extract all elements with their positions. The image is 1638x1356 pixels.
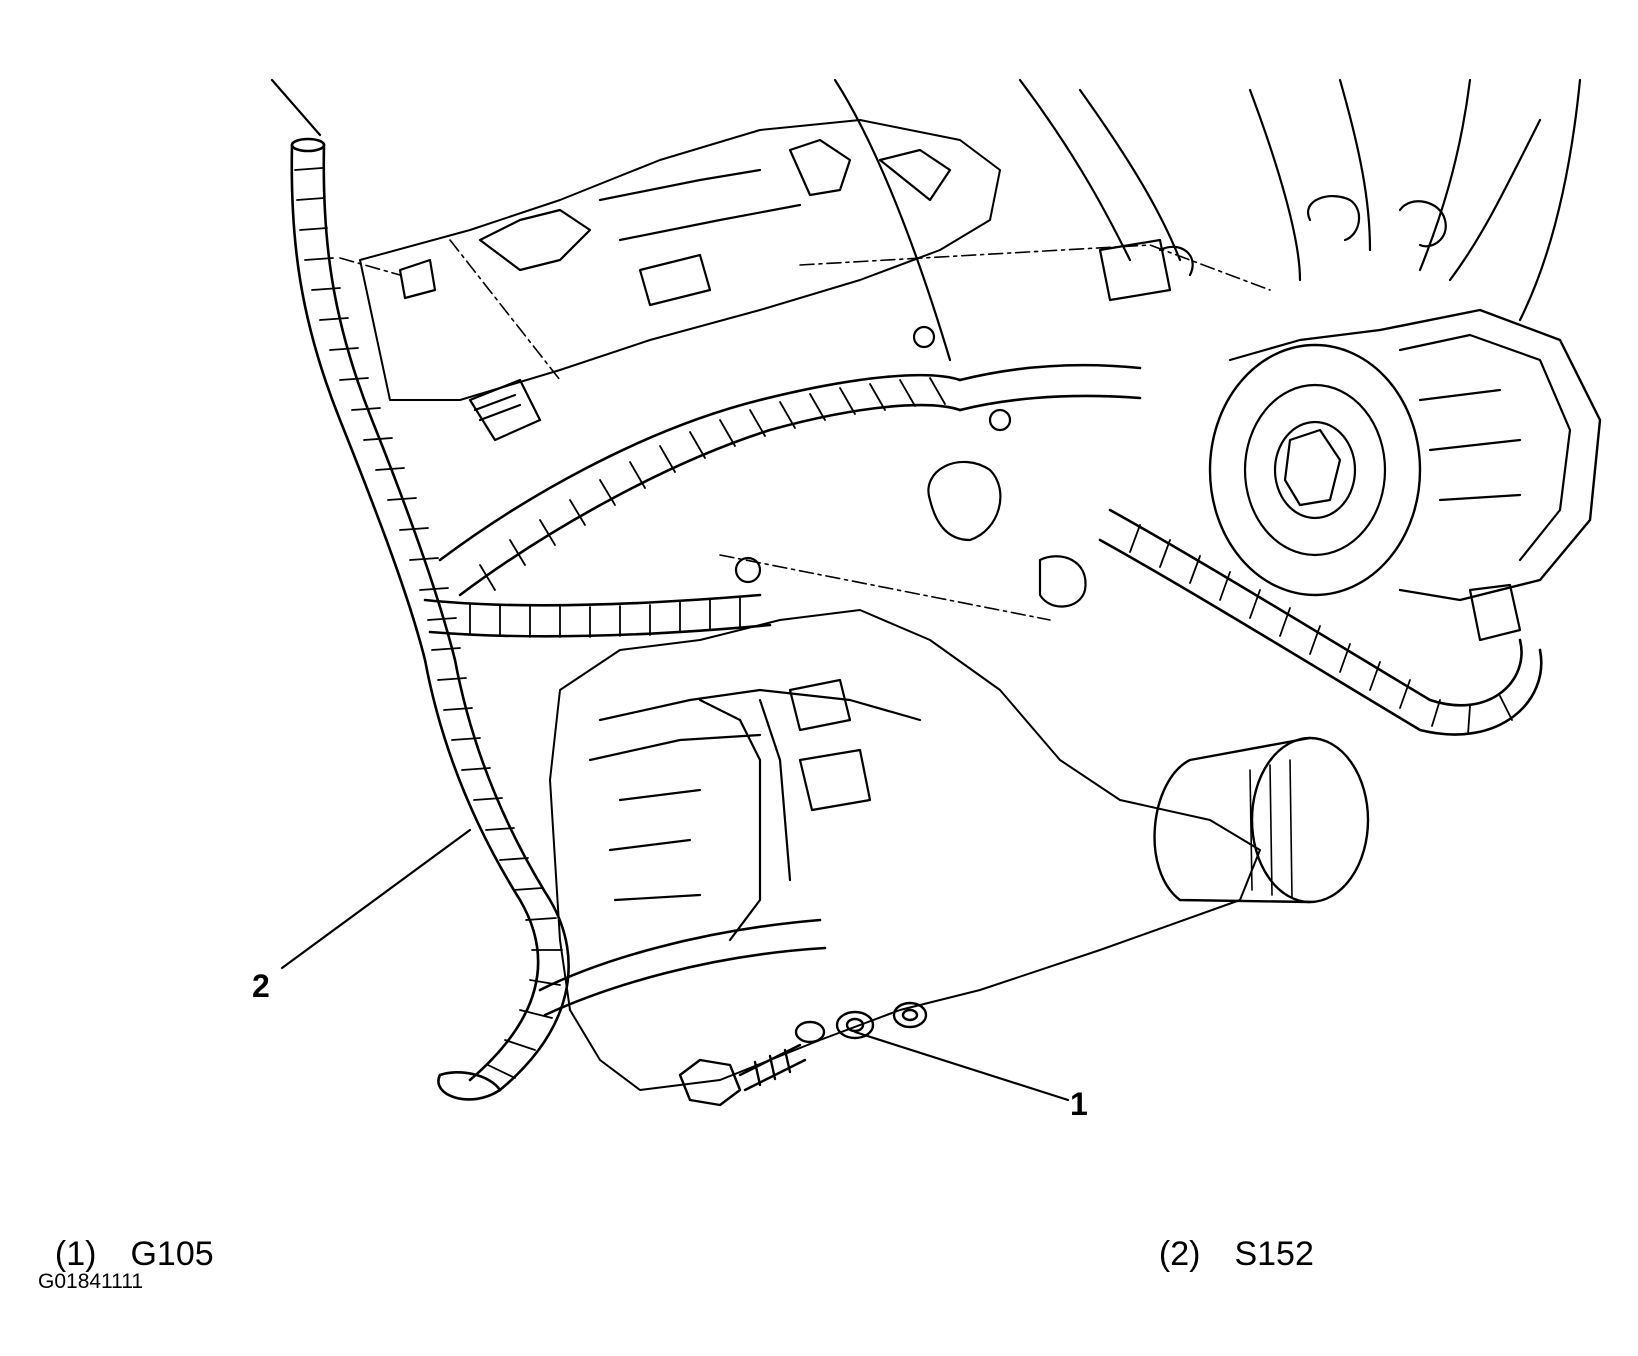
leader-line-2 (280, 828, 472, 970)
ground-bolt-g105 (678, 1001, 928, 1107)
legend-code-1: G105 (130, 1235, 214, 1273)
connectors (398, 238, 1522, 812)
wiring-harness (290, 137, 1543, 1101)
legend-number-1: (1) (54, 1235, 97, 1273)
engine-block (359, 78, 1582, 1091)
leader-line-1 (853, 1030, 1070, 1102)
oil-filter (1153, 736, 1370, 904)
legend-item-1: (1) G105 (36, 1203, 214, 1271)
alignment-lines (339, 239, 1271, 621)
callout-leaders (270, 78, 1070, 1102)
legend-code-2: S152 (1234, 1235, 1314, 1273)
legend-number-2: (2) (1158, 1235, 1201, 1273)
callout-1-label: 1 (1070, 1086, 1088, 1122)
legend-item-2: (2) S152 (1140, 1203, 1314, 1271)
callout-2-label: 2 (252, 968, 270, 1004)
figure-id: G01841111 (38, 1270, 144, 1293)
alternator (1208, 308, 1602, 602)
